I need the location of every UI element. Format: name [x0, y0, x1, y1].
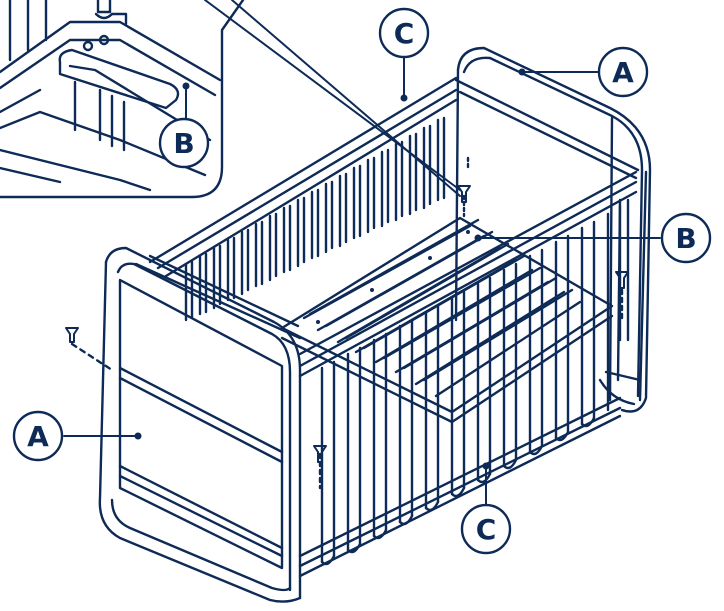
callout-a-top-right: A: [612, 56, 634, 89]
inset-detail: [0, 0, 245, 199]
screw-icon: [615, 271, 629, 289]
callout-b-inset: B: [173, 127, 194, 160]
callout-c-top: C: [394, 17, 415, 50]
screw-icon: [457, 185, 471, 203]
headboard-left: [98, 246, 302, 603]
headboard-right: [454, 46, 652, 413]
screw-icon: [65, 327, 79, 343]
callout-c-bottom: C: [476, 513, 497, 546]
screw-icon: [313, 445, 327, 463]
callout-a-left: A: [27, 420, 49, 453]
callout-b-right: B: [675, 222, 696, 255]
crib-body: [70, 76, 638, 578]
